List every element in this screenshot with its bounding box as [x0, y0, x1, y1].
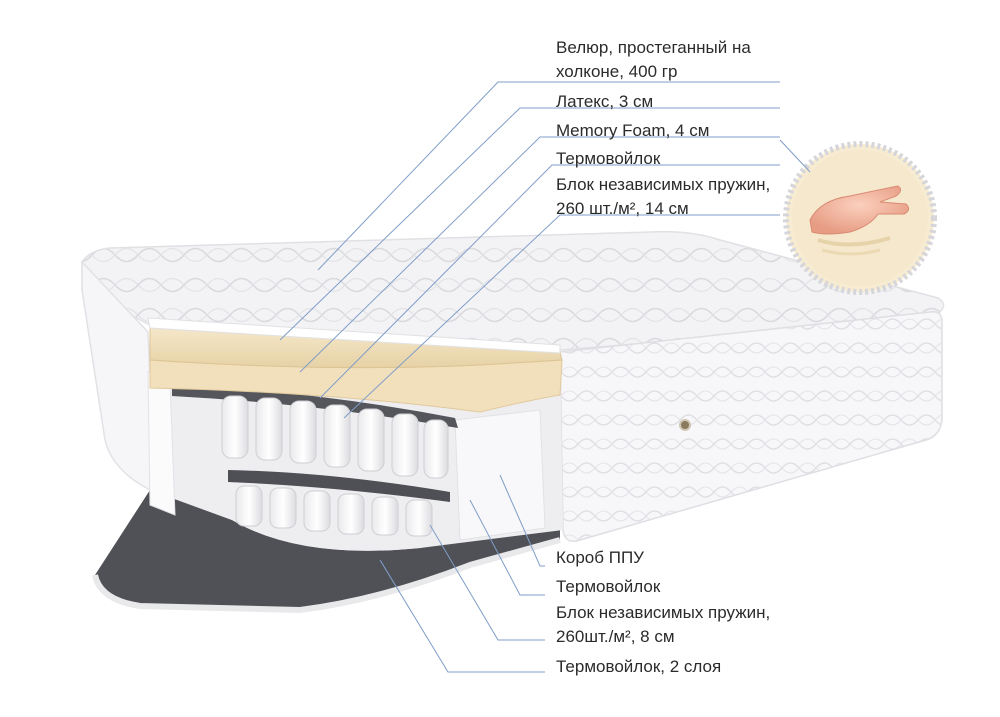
- label-springs-top-line1: Блок независимых пружин,: [556, 175, 771, 194]
- mattress-right-side: [559, 310, 943, 542]
- springs-upper: [221, 395, 449, 479]
- label-springs-bottom: Блок независимых пружин, 260шт./м², 8 см: [556, 601, 770, 649]
- ppu-box-left: [147, 371, 176, 516]
- label-memory-foam-line1: Memory Foam, 4 см: [556, 121, 710, 140]
- felt-base: [95, 490, 560, 610]
- label-latex: Латекс, 3 см: [556, 90, 653, 114]
- velour-cover-lip: [147, 317, 561, 354]
- label-ppu-box-line1: Короб ППУ: [556, 548, 644, 567]
- leader-lines: [279, 81, 811, 673]
- label-ppu-box: Короб ППУ: [556, 546, 644, 570]
- label-springs-bottom-line1: Блок независимых пружин,: [556, 603, 771, 622]
- label-velour-line2: холконе, 400 гр: [556, 62, 678, 81]
- label-felt-mid-line1: Термовойлок: [556, 577, 661, 596]
- label-felt-mid: Термовойлок: [556, 575, 660, 599]
- label-felt-bottom: Термовойлок, 2 слоя: [556, 655, 721, 679]
- mattress-top-surface: [81, 230, 945, 353]
- label-springs-top-line2: 260 шт./м², 14 см: [556, 199, 689, 218]
- label-springs-bottom-line2: 260шт./м², 8 см: [556, 627, 675, 646]
- springs-lower: [235, 485, 433, 537]
- latex-layer: [149, 327, 563, 369]
- memory-foam-inset: [783, 141, 937, 295]
- label-memory-foam: Memory Foam, 4 см: [556, 119, 709, 143]
- ventilation-hole: [679, 419, 691, 431]
- label-latex-line1: Латекс, 3 см: [556, 92, 654, 111]
- felt-layer-mid: [228, 470, 450, 502]
- label-springs-top: Блок независимых пружин, 260 шт./м², 14 …: [556, 173, 770, 221]
- label-felt-top-line1: Термовойлок: [556, 149, 661, 168]
- label-felt-top: Термовойлок: [556, 147, 660, 171]
- label-velour: Велюр, простеганный на холконе, 400 гр: [556, 36, 751, 84]
- label-felt-bottom-line1: Термовойлок, 2 слоя: [556, 657, 722, 676]
- label-velour-line1: Велюр, простеганный на: [556, 38, 751, 57]
